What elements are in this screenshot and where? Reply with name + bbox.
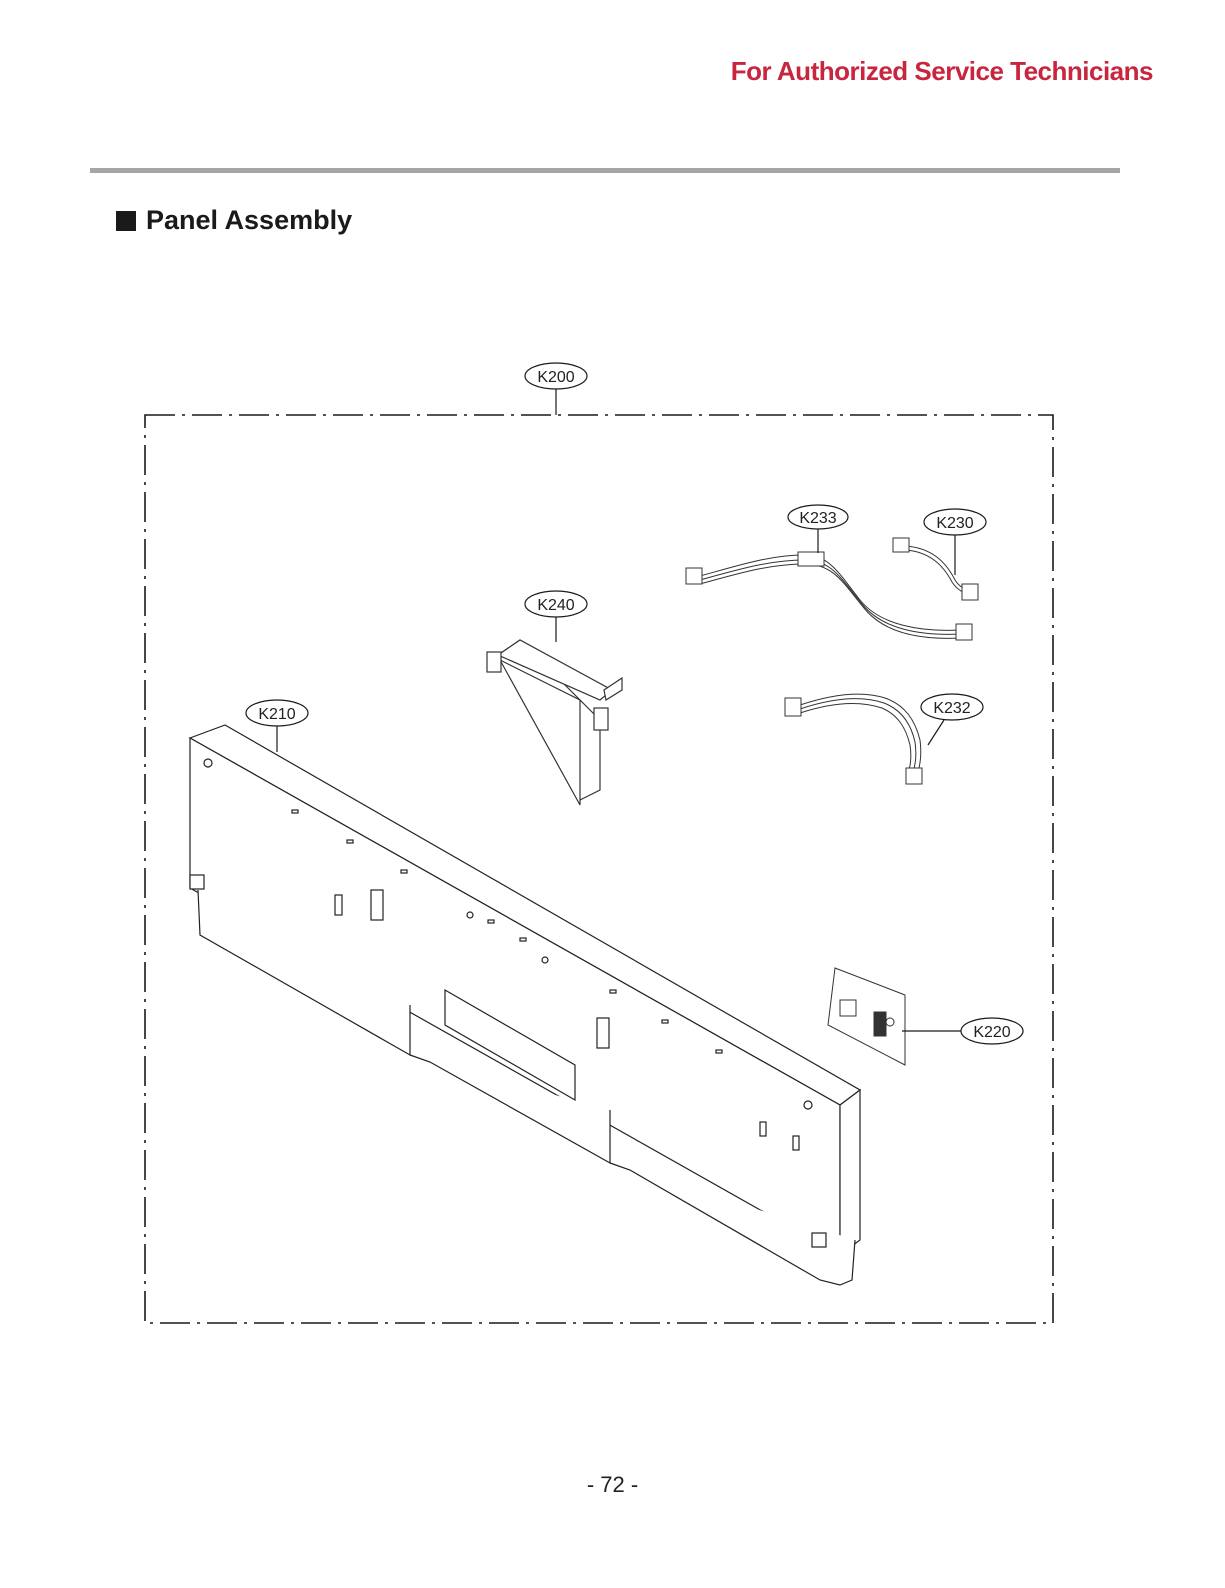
assembly-boundary [144,414,1054,1324]
callout-k240: K240 [524,590,588,642]
callout-k230: K230 [923,508,987,575]
callout-k232: K232 [920,693,984,746]
wire-harness-k232 [784,693,923,785]
header-note: For Authorized Service Technicians [730,56,1154,86]
bullet-square-icon [116,210,136,231]
callout-k232-label: K232 [933,700,970,717]
callout-k220-label: K220 [973,1024,1010,1041]
callout-k210-label: K210 [258,706,295,723]
header-divider [90,168,1120,173]
callout-k230-label: K230 [936,515,973,532]
callout-k220: K220 [902,1017,1024,1045]
control-panel-k210 [188,724,862,1286]
callout-k240-label: K240 [537,597,574,614]
callout-k210: K210 [245,699,309,752]
pcb-k220 [827,967,906,1066]
page-number: - 72 - [586,1472,639,1497]
section-title: Panel Assembly [116,205,352,236]
wire-harness-k233 [685,551,973,641]
module-k240 [486,639,623,806]
callout-k233: K233 [787,504,849,553]
callout-k200: K200 [524,362,588,415]
wire-harness-k230 [892,537,979,601]
section-title-text: Panel Assembly [146,205,353,235]
callout-k200-label: K200 [537,369,574,386]
callout-k233-label: K233 [799,510,836,527]
